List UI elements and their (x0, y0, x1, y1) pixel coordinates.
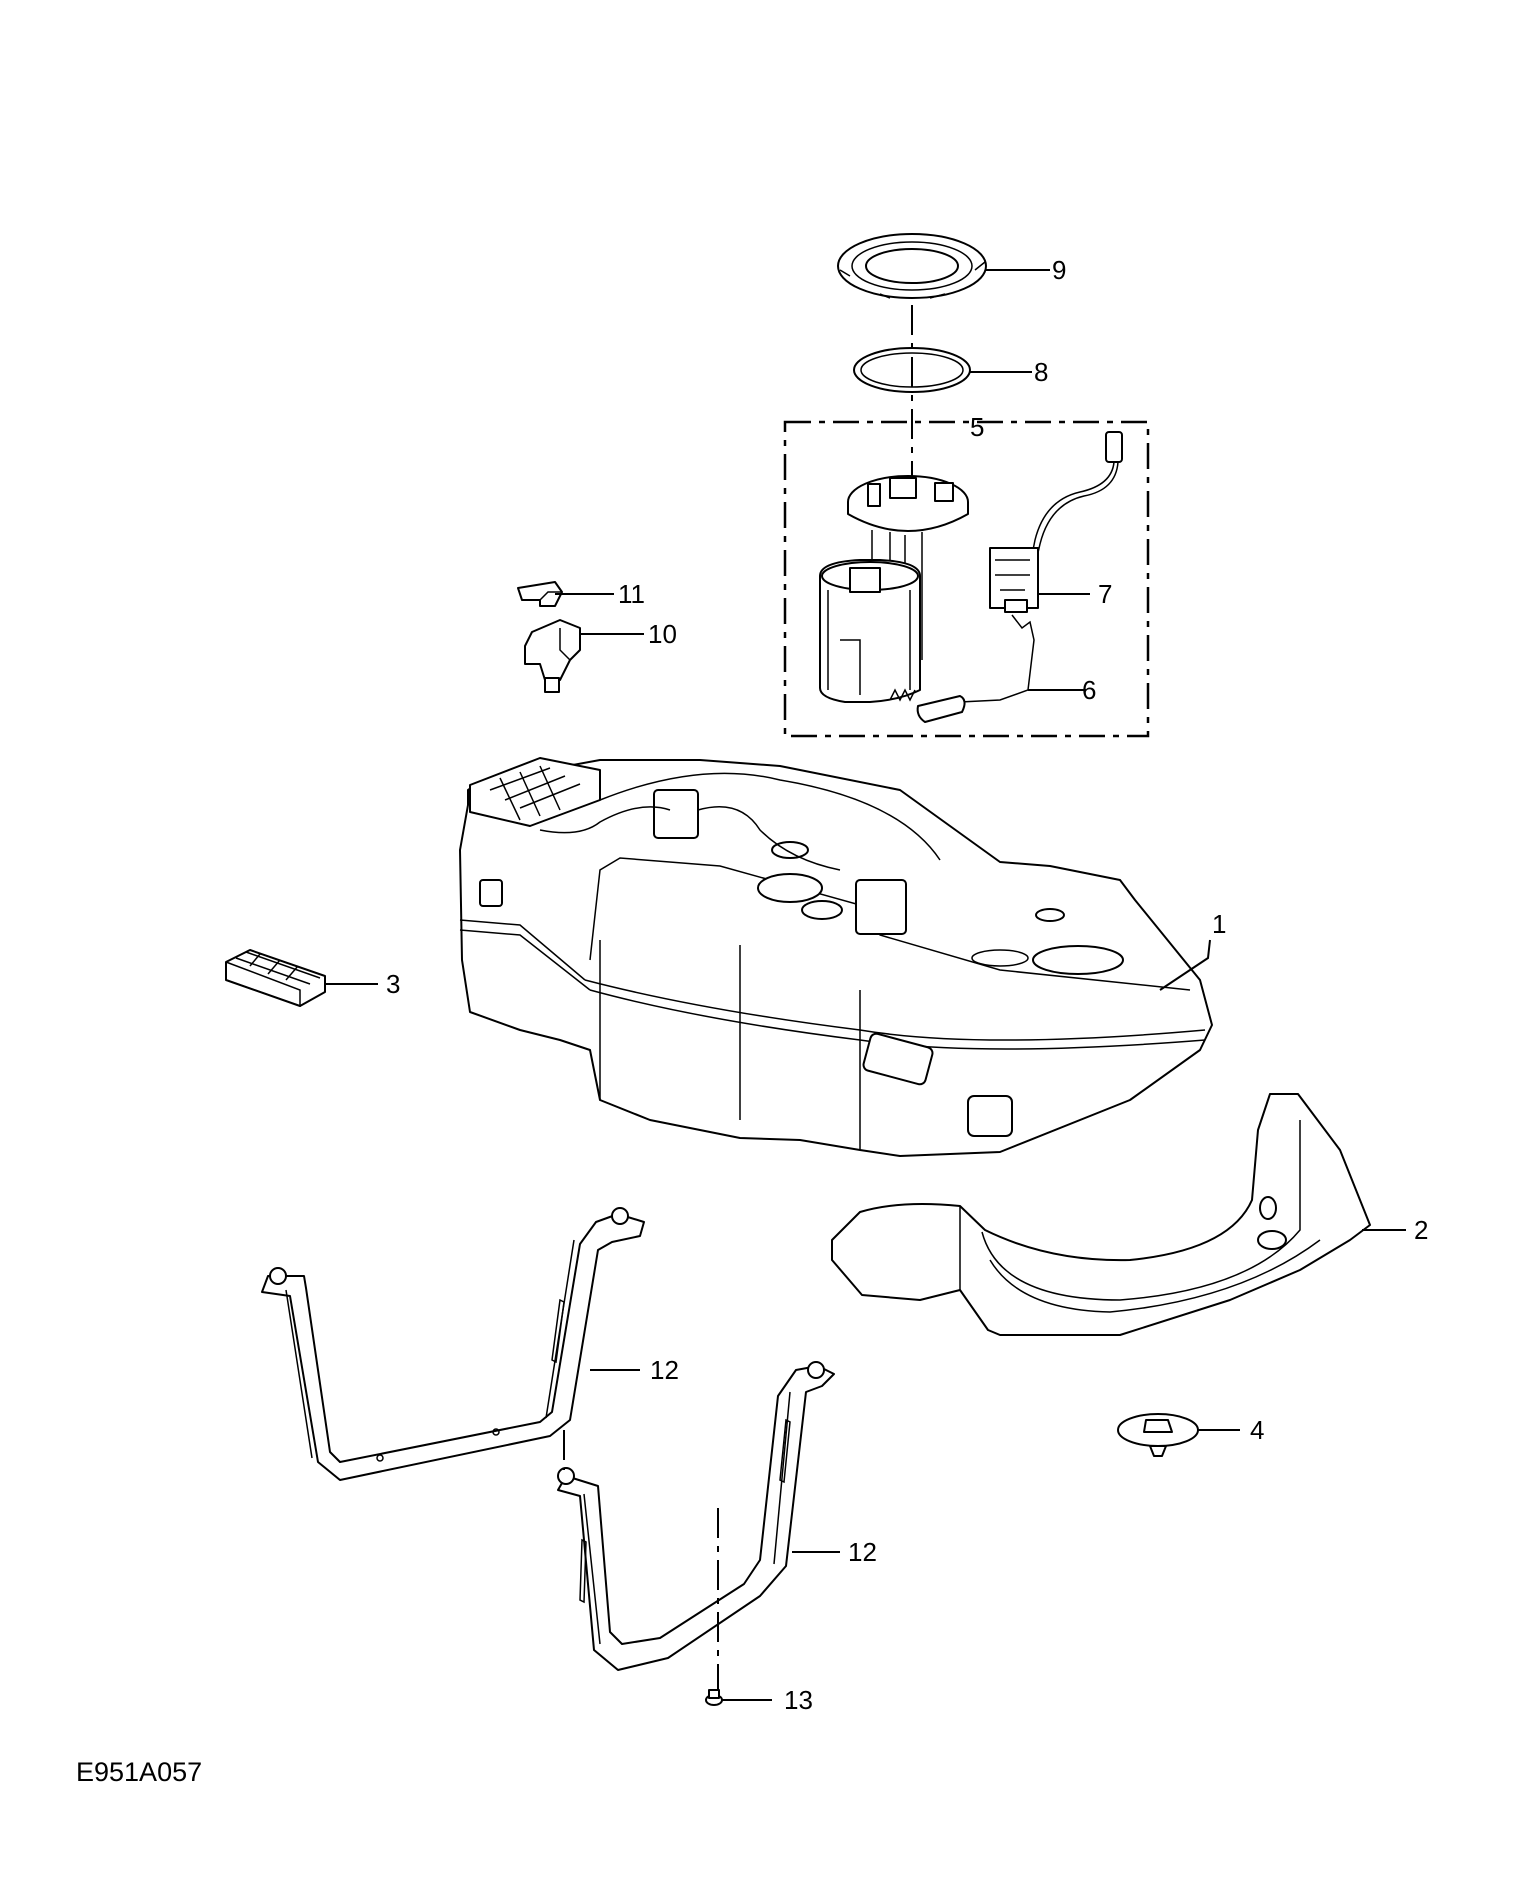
figure-code: E951A057 (76, 1757, 202, 1787)
callout-9: 9 (1052, 255, 1066, 285)
callout-4: 4 (1250, 1415, 1264, 1445)
fuel-pump-module (819, 475, 969, 703)
callout-10: 10 (648, 619, 677, 649)
callout-6: 6 (1082, 675, 1096, 705)
callout-13: 13 (784, 1685, 813, 1715)
part-9-locking-ring (837, 233, 987, 299)
part-12-strap-lower (557, 1361, 835, 1671)
callout-2: 2 (1414, 1215, 1428, 1245)
part-7-level-sender (989, 431, 1123, 613)
part-12-strap-upper (261, 1207, 645, 1481)
part-6-float-arm (916, 614, 1035, 723)
part-2-heat-shield (831, 1093, 1371, 1336)
callout-5: 5 (970, 412, 984, 442)
part-13-bolt (705, 1689, 723, 1706)
callout-7: 7 (1098, 579, 1112, 609)
part-5-assembly-boundary (783, 420, 1150, 738)
callout-8: 8 (1034, 357, 1048, 387)
callout-12-lower: 12 (848, 1537, 877, 1567)
part-1-fuel-tank (459, 757, 1213, 1157)
part-10-valve (524, 619, 581, 693)
part-11-clip (517, 581, 563, 607)
leader-lines (325, 269, 1406, 1701)
callout-12-upper: 12 (650, 1355, 679, 1385)
part-4-grommet (1117, 1413, 1199, 1457)
callout-3: 3 (386, 969, 400, 999)
callout-11: 11 (618, 579, 645, 609)
callout-labels: 9 8 5 7 6 11 10 3 1 2 4 12 12 13 (386, 255, 1428, 1715)
part-3-pad (225, 949, 326, 1008)
callout-1: 1 (1212, 909, 1226, 939)
